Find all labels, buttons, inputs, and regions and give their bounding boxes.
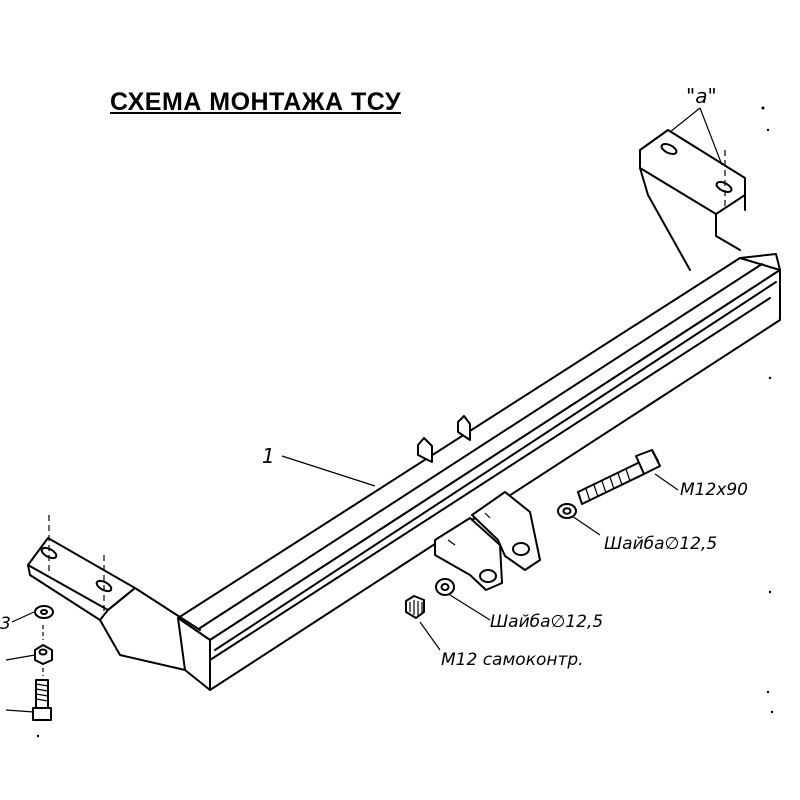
page-title: СХЕМА МОНТАЖА ТСУ: [110, 88, 401, 116]
scan-dots: [36, 106, 774, 738]
left-fastener-set: [32, 605, 54, 721]
hitch-plates: [434, 491, 541, 591]
washer-upper-hole: [562, 507, 572, 515]
label-washer-upper: Шайба∅12,5: [604, 534, 718, 554]
leader-lines: [5, 107, 723, 713]
hitch-hole: [512, 542, 530, 556]
bolt-m12x90: [577, 449, 661, 505]
washer-lower-hole: [440, 583, 450, 591]
main-cross-beam: [177, 253, 781, 691]
left-mounting-bracket: [27, 515, 201, 671]
label-bolt-m12x90: M12x90: [680, 480, 748, 500]
callout-part-3: 3: [0, 614, 11, 634]
mounting-hole: [715, 181, 733, 193]
callout-part-1: 1: [262, 444, 275, 468]
beam-tabs: [417, 415, 471, 463]
callout-detail-a: "a": [686, 84, 717, 108]
mounting-hole: [660, 143, 678, 155]
bolt-left-head: [32, 707, 52, 721]
label-washer-lower: Шайба∅12,5: [490, 612, 604, 632]
hitch-hole: [479, 569, 497, 583]
mounting-hole: [40, 546, 58, 560]
label-nut-m12: M12 самоконтр.: [441, 650, 584, 670]
lock-nut-m12: [405, 595, 425, 619]
right-mounting-bracket: [639, 129, 746, 271]
